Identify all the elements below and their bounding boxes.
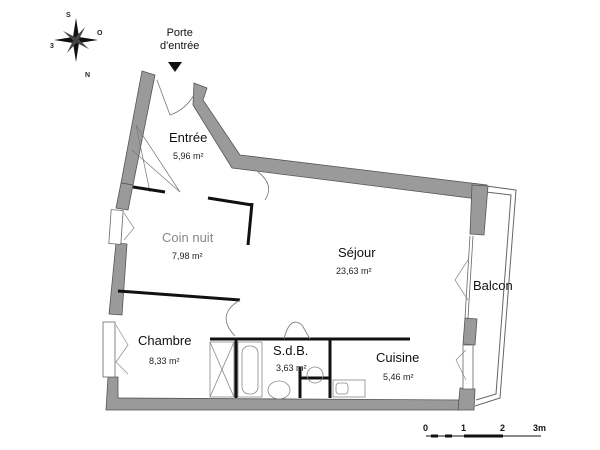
entrance-label: Porte d'entrée	[160, 27, 199, 53]
scale-tick-1: 1	[461, 423, 467, 433]
compass-rose-icon	[54, 18, 98, 62]
room-chambre-area: 8,33 m²	[149, 356, 180, 366]
scale-tick-2: 2	[500, 423, 506, 433]
room-sdb-area: 3,63 m²	[276, 363, 307, 373]
scale-tick-3m: 3m	[533, 423, 547, 433]
entrance-arrow-icon	[168, 62, 182, 72]
scale-tick-0: 0	[423, 423, 429, 433]
room-coin-nuit-area: 7,98 m²	[172, 251, 203, 261]
compass-west-label: O	[97, 30, 103, 37]
room-entree-name: Entrée	[169, 130, 208, 145]
room-chambre-name: Chambre	[138, 333, 192, 348]
room-cuisine-name: Cuisine	[376, 350, 420, 365]
room-sejour-area: 23,63 m²	[336, 266, 372, 276]
room-coin-nuit-name: Coin nuit	[162, 230, 214, 245]
entrance-label-line1: Porte	[166, 27, 193, 39]
room-entree-area: 5,96 m²	[173, 151, 204, 161]
room-sejour-name: Séjour	[338, 245, 376, 260]
compass-east-label: 3	[50, 43, 54, 50]
entrance-label-line2: d'entrée	[160, 40, 200, 52]
compass-north-label: N	[85, 72, 91, 79]
room-balcon-name: Balcon	[473, 278, 513, 293]
compass-south-label: S	[66, 12, 71, 19]
room-sdb-name: S.d.B.	[273, 343, 309, 358]
room-cuisine-area: 5,46 m²	[383, 372, 414, 382]
